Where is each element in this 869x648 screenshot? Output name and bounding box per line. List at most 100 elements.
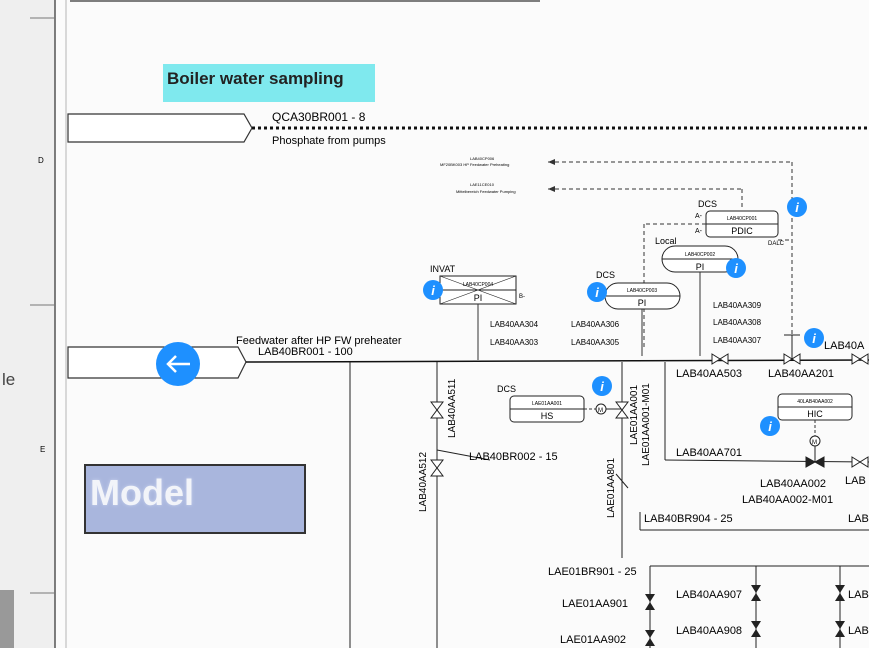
grid-row-d: D <box>38 156 44 165</box>
svg-text:i: i <box>768 419 772 434</box>
valve-right-mid[interactable] <box>851 456 869 468</box>
svg-text:LAB40CP004: LAB40CP004 <box>463 282 494 288</box>
hs-system: DCS <box>497 384 516 394</box>
svg-text:LAB40CP001: LAB40CP001 <box>727 216 758 222</box>
svg-text:40LAB40AA002: 40LAB40AA002 <box>797 399 833 405</box>
ref1-desc: MF20BK003 HP Feedwater Preheating <box>440 162 509 167</box>
svg-text:LAB40AA307: LAB40AA307 <box>713 336 762 345</box>
svg-text:LAB40AA908: LAB40AA908 <box>676 625 742 637</box>
phosphate-tag: QCA30BR001 - 8 <box>272 110 366 124</box>
phosphate-desc: Phosphate from pumps <box>272 135 386 147</box>
svg-text:LAB40AA304: LAB40AA304 <box>490 320 539 329</box>
valve-lab40aa512[interactable] <box>430 459 444 477</box>
info-icon[interactable]: i <box>423 280 443 300</box>
svg-text:HIC: HIC <box>807 409 823 419</box>
svg-text:PI: PI <box>638 298 647 308</box>
svg-text:LAE01AA902: LAE01AA902 <box>560 634 626 646</box>
svg-text:LAB40CP003: LAB40CP003 <box>627 288 658 294</box>
svg-text:PI: PI <box>696 262 705 272</box>
pi-dcs-system: DCS <box>596 270 615 280</box>
svg-text:LAB40AA907: LAB40AA907 <box>676 589 742 601</box>
svg-text:LAB: LAB <box>848 513 869 525</box>
ref1-tag: LAB40CP006 <box>470 156 495 161</box>
model-watermark-box: Model <box>84 464 306 534</box>
svg-text:LAB40BR904 - 25: LAB40BR904 - 25 <box>644 513 733 525</box>
svg-text:LAB: LAB <box>845 475 866 487</box>
svg-text:i: i <box>795 200 799 215</box>
svg-text:M: M <box>598 408 603 414</box>
svg-text:i: i <box>595 285 599 300</box>
svg-text:LAB40AA201: LAB40AA201 <box>768 368 834 380</box>
model-watermark: Model <box>90 472 194 513</box>
grid-row-e: E <box>40 445 45 454</box>
pdic-func: PDIC <box>731 226 753 236</box>
offpage-connector-phosphate[interactable] <box>67 113 253 143</box>
info-icon[interactable]: i <box>760 416 780 436</box>
svg-text:LAE01AA001: LAE01AA001 <box>532 401 562 407</box>
svg-text:A-: A- <box>695 213 703 220</box>
svg-text:M: M <box>812 440 817 446</box>
gutter-label: le <box>2 370 16 389</box>
svg-text:LAE01AA901: LAE01AA901 <box>562 598 628 610</box>
valve-right-907[interactable] <box>835 585 845 601</box>
svg-text:LAB40AA305: LAB40AA305 <box>571 338 620 347</box>
back-arrow-button[interactable] <box>156 342 200 386</box>
svg-text:LAB40AA002: LAB40AA002 <box>760 478 826 490</box>
feedwater-tag: LAB40BR001 - 100 <box>258 346 353 358</box>
ref2-tag: LAE11CE010 <box>470 182 495 187</box>
info-icon[interactable]: i <box>592 376 612 396</box>
pdic-system: DCS <box>698 199 717 209</box>
svg-text:LAB40AA512: LAB40AA512 <box>418 452 429 512</box>
svg-text:LAB40AA503: LAB40AA503 <box>676 368 742 380</box>
svg-text:LAB40A: LAB40A <box>824 340 865 352</box>
pi-invat-system: INVAT <box>430 264 456 274</box>
svg-text:LAE01BR901 - 25: LAE01BR901 - 25 <box>548 566 637 578</box>
valve-lab40aa201[interactable] <box>783 334 801 365</box>
svg-text:LAE01AA001: LAE01AA001 <box>629 385 640 445</box>
svg-text:LAB40AA306: LAB40AA306 <box>571 320 620 329</box>
svg-text:LAE01AA801: LAE01AA801 <box>606 458 617 518</box>
svg-text:LAB40AA701: LAB40AA701 <box>676 447 742 459</box>
svg-text:PI: PI <box>474 293 483 303</box>
valve-lae01aa901[interactable] <box>645 594 655 610</box>
valve-lab40aa503[interactable] <box>711 353 729 365</box>
svg-text:i: i <box>431 283 435 298</box>
pi-local-system: Local <box>655 236 677 246</box>
svg-text:LAB40CP002: LAB40CP002 <box>685 252 716 258</box>
feedwater-desc: Feedwater after HP FW preheater <box>236 335 402 347</box>
feedwater-main-line <box>245 359 869 363</box>
valve-lab40aa908[interactable] <box>751 621 761 637</box>
svg-text:LAB: LAB <box>848 625 869 637</box>
svg-text:i: i <box>600 379 604 394</box>
page-title: Boiler water sampling <box>163 64 375 102</box>
thumbnail-edge <box>0 590 14 648</box>
svg-text:i: i <box>812 331 816 346</box>
valve-lab40aa511[interactable] <box>430 401 444 419</box>
valve-lab40aa002[interactable] <box>805 456 825 468</box>
svg-text:DALC: DALC <box>768 241 785 247</box>
info-icon[interactable]: i <box>787 197 807 217</box>
svg-text:i: i <box>734 261 738 276</box>
info-icon[interactable]: i <box>587 282 607 302</box>
info-icon[interactable]: i <box>726 258 746 278</box>
svg-text:LAB: LAB <box>848 589 869 601</box>
valve-right-908[interactable] <box>835 621 845 637</box>
left-gutter: le <box>0 0 55 648</box>
svg-text:LAB40AA002-M01: LAB40AA002-M01 <box>742 494 833 506</box>
valve-lae01aa902[interactable] <box>645 630 655 646</box>
valve-lae01aa001[interactable] <box>615 401 629 419</box>
drawing-sheet <box>55 0 869 648</box>
valve-lab40aa907[interactable] <box>751 585 761 601</box>
svg-text:HS: HS <box>541 411 554 421</box>
svg-text:LAB40AA511: LAB40AA511 <box>447 378 458 438</box>
svg-text:A-: A- <box>695 228 703 235</box>
ref2-desc: Mittelbereich Feedwater Pumping <box>456 189 516 194</box>
info-icon[interactable]: i <box>804 328 824 348</box>
svg-text:LAB40AA309: LAB40AA309 <box>713 301 762 310</box>
valve-right-top[interactable] <box>851 353 869 365</box>
svg-text:LAE01AA001-M01: LAE01AA001-M01 <box>641 383 652 466</box>
svg-text:LAB40AA308: LAB40AA308 <box>713 318 762 327</box>
svg-text:LAB40BR002 - 15: LAB40BR002 - 15 <box>469 451 558 463</box>
svg-text:LAB40AA303: LAB40AA303 <box>490 338 539 347</box>
